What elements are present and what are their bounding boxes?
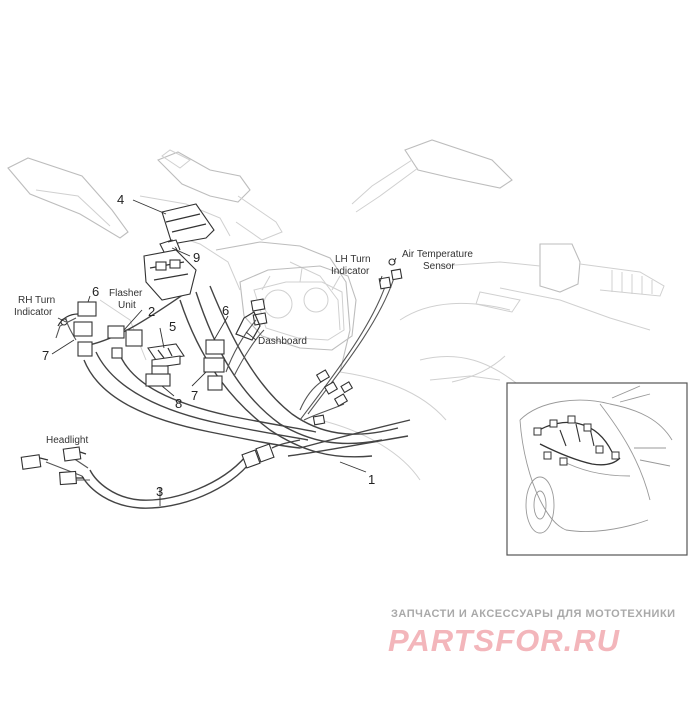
air-temp-label-line1: Air Temperature bbox=[402, 249, 473, 260]
headlight-harness bbox=[20, 439, 301, 509]
part-6-left-relay bbox=[77, 301, 97, 317]
callout-3: 3 bbox=[156, 484, 163, 499]
inset-frame bbox=[506, 382, 688, 556]
part-2-flasher-unit bbox=[125, 329, 143, 347]
callout-8: 8 bbox=[175, 396, 182, 411]
text-labels: RH Turn Indicator Flasher Unit LH Turn I… bbox=[14, 249, 473, 446]
air-temp-label-line2: Sensor bbox=[423, 261, 455, 272]
callout-7-right: 7 bbox=[191, 388, 198, 403]
rh-turn-label-line2: Indicator bbox=[14, 307, 53, 318]
flasher-small-connector bbox=[111, 347, 123, 359]
callout-9: 9 bbox=[193, 250, 200, 265]
flasher-label-line1: Flasher bbox=[109, 288, 143, 299]
flasher-label-line2: Unit bbox=[118, 300, 136, 311]
part-7-right-box bbox=[203, 357, 225, 373]
flasher-unit-connector bbox=[107, 325, 125, 339]
lh-turn-label-line1: LH Turn bbox=[335, 254, 371, 265]
main-harness bbox=[83, 277, 411, 458]
callout-6-right: 6 bbox=[222, 303, 229, 318]
rh-turn-label-line1: RH Turn bbox=[18, 295, 55, 306]
switch-block bbox=[143, 249, 197, 301]
dashboard-assembly bbox=[235, 265, 357, 351]
watermark-tagline: ЗАПЧАСТИ И АКСЕССУАРЫ ДЛЯ МОТОТЕХНИКИ bbox=[391, 608, 676, 620]
headlight-label: Headlight bbox=[46, 435, 88, 446]
part-6-right-relay bbox=[205, 339, 225, 355]
part-7-right-connector bbox=[207, 375, 223, 391]
callout-1: 1 bbox=[368, 472, 375, 487]
callout-numbers: 4 9 6 2 5 6 7 7 8 3 1 bbox=[42, 192, 375, 499]
lh-turn-label-line2: Indicator bbox=[331, 266, 370, 277]
leader-lines bbox=[51, 199, 397, 506]
air-temp-sensor-connector bbox=[390, 268, 403, 281]
callout-2: 2 bbox=[148, 304, 155, 319]
dashboard-label: Dashboard bbox=[258, 336, 307, 347]
watermark-logo: PARTSFOR.RU bbox=[388, 623, 621, 658]
part-4-cover bbox=[161, 203, 215, 245]
air-temp-sensor bbox=[388, 258, 396, 266]
part-7-left-connector bbox=[77, 341, 93, 357]
lh-turn-connector bbox=[378, 276, 392, 290]
inset-overview bbox=[506, 382, 688, 556]
callout-5: 5 bbox=[169, 319, 176, 334]
callout-4: 4 bbox=[117, 192, 124, 207]
part-7-left-box bbox=[73, 321, 93, 337]
part-8-connector bbox=[145, 365, 171, 387]
watermark: ЗАПЧАСТИ И АКСЕССУАРЫ ДЛЯ МОТОТЕХНИКИ PA… bbox=[388, 608, 676, 658]
callout-7-left: 7 bbox=[42, 348, 49, 363]
callout-6-left: 6 bbox=[92, 284, 99, 299]
part-5-fuse-block bbox=[147, 343, 185, 369]
